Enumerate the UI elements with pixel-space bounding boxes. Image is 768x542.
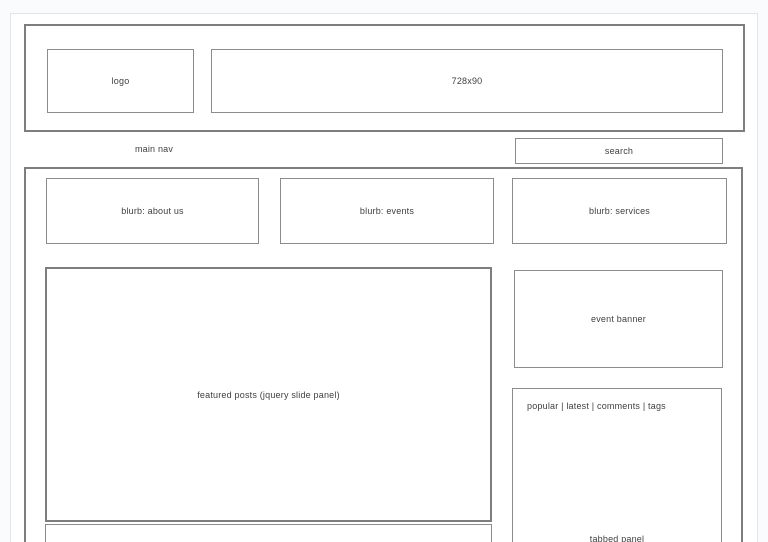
ad-banner-label: 728x90 bbox=[451, 76, 483, 86]
blurb-services-box: blurb: services bbox=[512, 178, 727, 244]
event-banner-box[interactable]: event banner bbox=[514, 270, 723, 368]
tabbed-panel-box: popular | latest | comments | tags tabbe… bbox=[512, 388, 722, 542]
search-box[interactable]: search bbox=[515, 138, 723, 164]
blurb-about-us-label: blurb: about us bbox=[121, 206, 184, 216]
blurb-events-box: blurb: events bbox=[280, 178, 494, 244]
tabbed-panel-tabs[interactable]: popular | latest | comments | tags bbox=[527, 401, 666, 411]
main-nav[interactable]: main nav bbox=[134, 144, 174, 154]
blurb-about-us-box: blurb: about us bbox=[46, 178, 259, 244]
tabbed-panel-label: tabbed panel bbox=[589, 534, 645, 542]
blurb-events-label: blurb: events bbox=[359, 206, 415, 216]
blurb-services-label: blurb: services bbox=[588, 206, 651, 216]
lower-content-box bbox=[45, 524, 492, 542]
event-banner-label: event banner bbox=[591, 314, 646, 324]
featured-posts-label: featured posts (jquery slide panel) bbox=[197, 389, 340, 400]
ad-banner-box[interactable]: 728x90 bbox=[211, 49, 723, 113]
logo-box[interactable]: logo bbox=[47, 49, 194, 113]
featured-posts-panel[interactable]: featured posts (jquery slide panel) bbox=[45, 267, 492, 522]
logo-label: logo bbox=[111, 76, 130, 86]
search-label: search bbox=[604, 146, 634, 156]
